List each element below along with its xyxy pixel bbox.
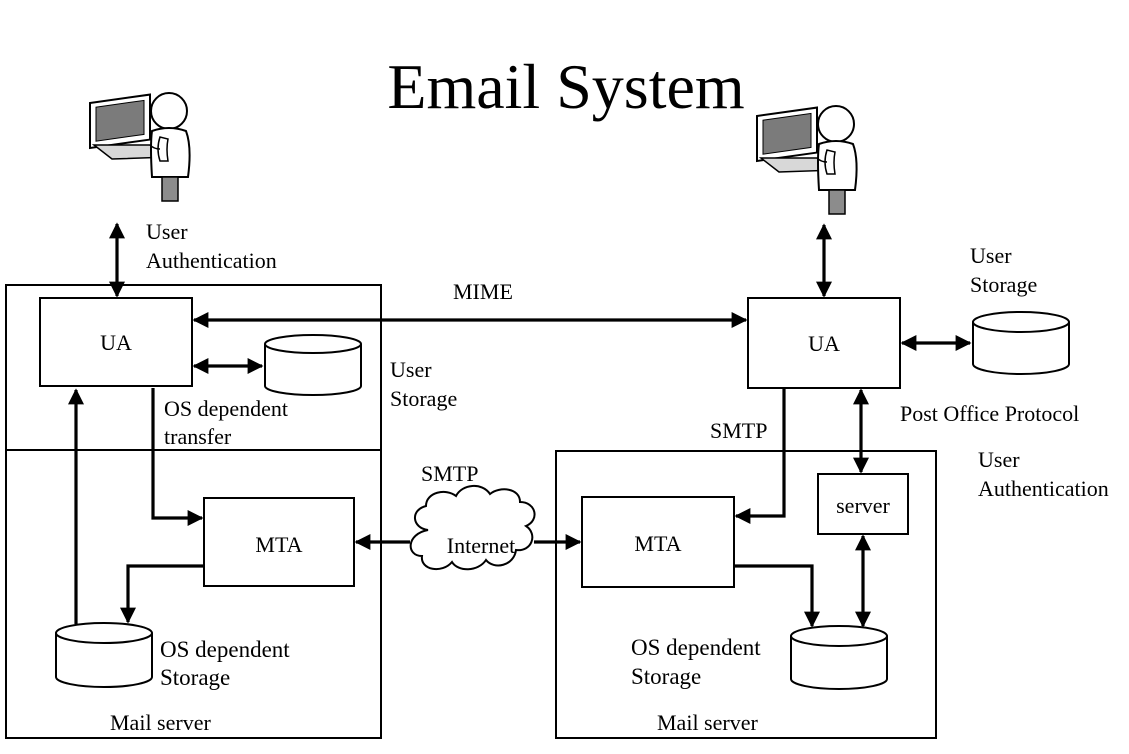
database-cylinder-icon [55, 622, 153, 688]
pop-server-box [817, 473, 909, 535]
connectors [68, 222, 972, 628]
mime-label: MIME [453, 279, 513, 304]
page-title: Email System [387, 51, 744, 122]
left-user-storage-line1: User [390, 357, 432, 382]
middle-smtp-label: SMTP [421, 461, 478, 486]
right-mta-to-storage-arrow [734, 564, 820, 628]
database-cylinder-icon [264, 334, 362, 396]
left-os-storage-line1: OS dependent [160, 637, 290, 662]
user-at-laptop-icon [756, 105, 858, 215]
left-mta-label: MTA [255, 532, 302, 557]
left-ua-label: UA [100, 330, 132, 355]
right-pop-label: Post Office Protocol [900, 401, 1079, 426]
left-user-storage-line2: Storage [390, 386, 457, 411]
right-smtp-label: SMTP [710, 418, 767, 443]
right-user-storage-line2: Storage [970, 272, 1037, 297]
right-mail-server-label: Mail server [657, 710, 758, 735]
left-os-transfer-line2: transfer [164, 424, 232, 449]
cloud-icon [409, 485, 536, 571]
right-os-storage-line2: Storage [631, 664, 701, 689]
left-mta-box [203, 497, 355, 587]
right-user-auth-line2: Authentication [978, 476, 1109, 501]
right-user-auth-line1: User [978, 447, 1020, 472]
database-cylinder-icon [790, 625, 888, 690]
left-os-transfer-line1: OS dependent [164, 396, 288, 421]
left-transfer-arrow [151, 388, 204, 526]
left-mail-server-frame [5, 449, 382, 739]
left-os-storage-line2: Storage [160, 665, 230, 690]
left-mail-server-label: Mail server [110, 710, 211, 735]
left-user-auth-line1: User [146, 219, 188, 244]
left-ua-box [39, 297, 193, 387]
right-user-storage-line1: User [970, 243, 1012, 268]
right-mail-server-frame [555, 450, 937, 739]
right-os-storage-line1: OS dependent [631, 635, 761, 660]
user-at-laptop-icon [89, 92, 191, 202]
right-mta-box [581, 496, 735, 588]
right-ua-box [747, 297, 901, 389]
pop-server-label: server [836, 493, 890, 518]
right-smtp-arrow [734, 388, 786, 524]
right-mta-label: MTA [634, 531, 681, 556]
right-ua-label: UA [808, 331, 840, 356]
left-user-auth-line2: Authentication [146, 248, 277, 273]
internet-label: Internet [447, 533, 515, 558]
database-cylinder-icon [972, 311, 1070, 375]
left-mta-to-storage-arrow [120, 564, 204, 624]
